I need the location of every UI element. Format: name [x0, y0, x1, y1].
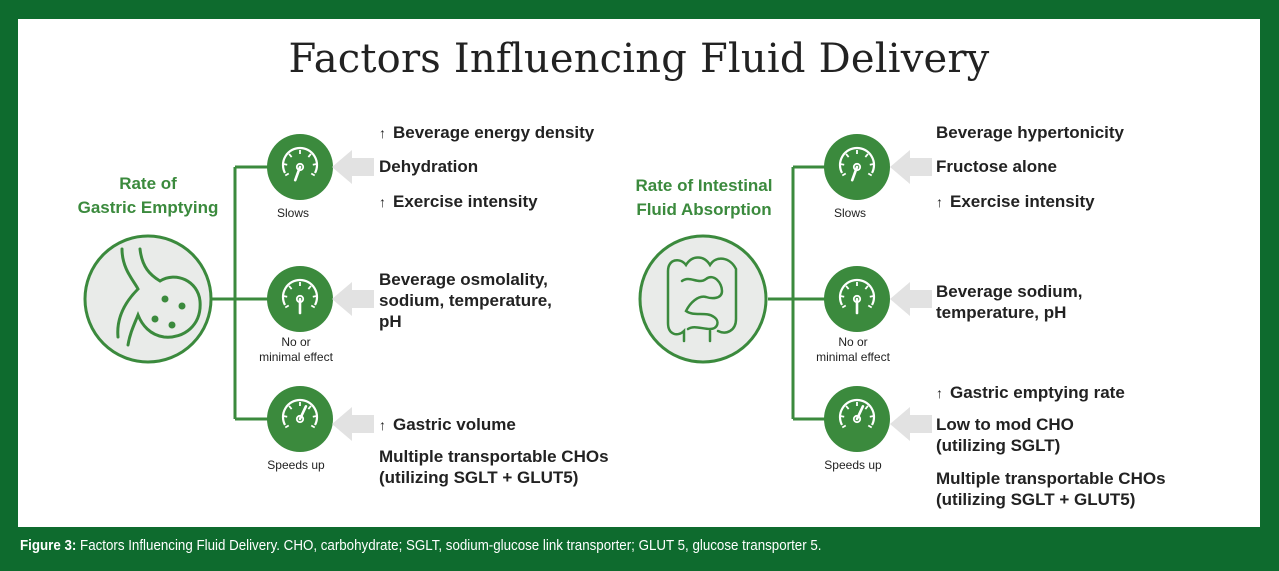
intestine-icon [638, 234, 768, 364]
right-slows-caption: Slows [833, 206, 866, 220]
left-category-line2: Gastric Emptying [77, 198, 219, 217]
left-category-title: Rate of Gastric Emptying [62, 172, 234, 220]
left-slows-item-3-text: Exercise intensity [393, 192, 538, 211]
right-speeds-item-1-text: Gastric emptying rate [950, 383, 1125, 402]
left-slows-caption: Slows [276, 206, 309, 220]
left-speeds-item-1-text: Gastric volume [393, 415, 516, 434]
left-slows-item-2-text: Dehydration [379, 157, 479, 176]
right-speeds-item-3-line-1: Multiple transportable CHOs [936, 469, 1166, 488]
diagram-title: Factors Influencing Fluid Delivery [288, 36, 990, 82]
left-slows-gauge-icon [267, 134, 333, 200]
right-category-line1: Rate of Intestinal [635, 176, 773, 195]
right-speeds-caption: Speeds up [824, 458, 882, 472]
left-connectors [211, 165, 268, 421]
right-category-title: Rate of Intestinal Fluid Absorption [616, 174, 792, 222]
left-category-line1: Rate of [119, 174, 177, 193]
left-no-effect-caption-line1: No or [281, 335, 311, 349]
up-arrow-icon: ↑ [936, 194, 943, 210]
right-slows-gauge-icon [824, 134, 890, 200]
right-no-effect-line-2: temperature, pH [936, 303, 1067, 322]
left-no-effect-arrow-icon [332, 282, 374, 316]
right-speeds-gauge-icon [824, 386, 890, 452]
right-no-effect-line-1: Beverage sodium, [936, 282, 1083, 301]
right-slows-item-2-text: Fructose alone [936, 157, 1057, 176]
left-no-effect-items: Beverage osmolality, sodium, temperature… [379, 269, 552, 332]
right-no-effect-caption-line1: No or [838, 335, 868, 349]
left-slows-item-3: ↑ Exercise intensity [379, 191, 538, 213]
left-speeds-item-2-line-2: (utilizing SGLT + GLUT5) [379, 468, 579, 487]
stomach-icon [83, 234, 213, 364]
right-speeds-item-3-line-2: (utilizing SGLT + GLUT5) [936, 490, 1136, 509]
right-slows-item-1-text: Beverage hypertonicity [936, 123, 1125, 142]
right-slows-arrow-icon [890, 150, 932, 184]
up-arrow-icon: ↑ [379, 125, 386, 141]
right-connectors [768, 165, 825, 421]
diagram-panel: Factors Influencing Fluid Delivery [18, 19, 1260, 527]
right-speeds-item-3: Multiple transportable CHOs (utilizing S… [936, 468, 1166, 510]
right-speeds-item-2-line-1: Low to mod CHO [936, 415, 1074, 434]
right-speeds-item-1: ↑ Gastric emptying rate [936, 382, 1125, 404]
left-no-effect-line-2: sodium, temperature, [379, 291, 552, 310]
left-slows-item-2: Dehydration [379, 156, 478, 177]
right-speeds-item-2-line-2: (utilizing SGLT) [936, 436, 1061, 455]
left-no-effect-line-1: Beverage osmolality, [379, 270, 548, 289]
left-no-effect-caption: No or minimal effect [253, 335, 339, 365]
left-no-effect-caption-line2: minimal effect [259, 350, 333, 364]
right-no-effect-caption-line2: minimal effect [816, 350, 890, 364]
left-no-effect-gauge-icon [267, 266, 333, 332]
right-slows-item-1: Beverage hypertonicity [936, 122, 1124, 143]
left-speeds-arrow-icon [332, 407, 374, 441]
right-category-line2: Fluid Absorption [636, 200, 772, 219]
left-speeds-item-1: ↑ Gastric volume [379, 414, 516, 436]
left-no-effect-line-3: pH [379, 312, 402, 331]
left-speeds-item-2-line-1: Multiple transportable CHOs [379, 447, 609, 466]
left-slows-arrow-icon [332, 150, 374, 184]
left-slows-item-1: ↑ Beverage energy density [379, 122, 594, 144]
caption-text: Factors Influencing Fluid Delivery. CHO,… [76, 538, 822, 554]
right-no-effect-arrow-icon [890, 282, 932, 316]
right-speeds-item-2: Low to mod CHO (utilizing SGLT) [936, 414, 1074, 456]
right-slows-item-3-text: Exercise intensity [950, 192, 1095, 211]
up-arrow-icon: ↑ [379, 417, 386, 433]
right-no-effect-gauge-icon [824, 266, 890, 332]
left-speeds-caption: Speeds up [267, 458, 325, 472]
diagram-graphics [83, 134, 932, 452]
right-speeds-arrow-icon [890, 407, 932, 441]
right-no-effect-caption: No or minimal effect [810, 335, 896, 365]
right-slows-item-2: Fructose alone [936, 156, 1057, 177]
left-speeds-item-2: Multiple transportable CHOs (utilizing S… [379, 446, 609, 488]
up-arrow-icon: ↑ [936, 385, 943, 401]
left-speeds-gauge-icon [267, 386, 333, 452]
right-no-effect-items: Beverage sodium, temperature, pH [936, 281, 1082, 323]
right-slows-item-3: ↑ Exercise intensity [936, 191, 1095, 213]
left-slows-item-1-text: Beverage energy density [393, 123, 595, 142]
figure-caption: Figure 3: Factors Influencing Fluid Deli… [20, 538, 821, 554]
caption-prefix: Figure 3: [20, 538, 77, 554]
up-arrow-icon: ↑ [379, 194, 386, 210]
